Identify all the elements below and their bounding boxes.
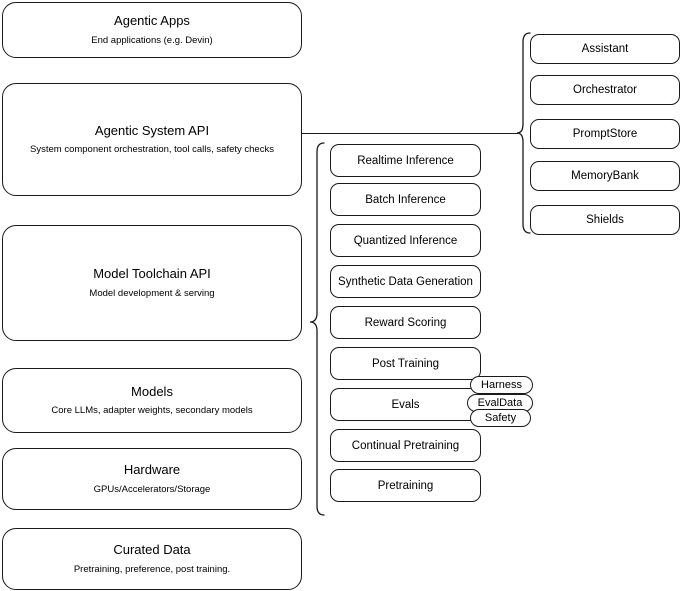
layer-curated-data[interactable]: Curated Data Pretraining, preference, po… xyxy=(2,528,302,590)
layer-title: Hardware xyxy=(123,462,181,478)
layer-title: Curated Data xyxy=(113,542,191,558)
system-component-memorybank[interactable]: MemoryBank xyxy=(530,161,680,191)
evals-subcomponent-harness[interactable]: Harness xyxy=(470,376,533,394)
evals-subcomponent-label: Safety xyxy=(484,412,517,424)
system-component-assistant[interactable]: Assistant xyxy=(530,34,680,64)
capability-label: Synthetic Data Generation xyxy=(338,275,473,288)
capability-batch-inference[interactable]: Batch Inference xyxy=(330,183,481,216)
layer-subtitle: Pretraining, preference, post training. xyxy=(73,563,231,575)
system-component-promptstore[interactable]: PromptStore xyxy=(530,119,680,149)
layer-model-toolchain-api[interactable]: Model Toolchain API Model development & … xyxy=(2,225,302,341)
layer-subtitle: Core LLMs, adapter weights, secondary mo… xyxy=(51,405,253,417)
capability-pretraining[interactable]: Pretraining xyxy=(330,469,481,502)
layer-subtitle: GPUs/Accelerators/Storage xyxy=(93,483,211,495)
layer-agentic-system-api[interactable]: Agentic System API System component orch… xyxy=(2,83,302,196)
system-component-shields[interactable]: Shields xyxy=(530,205,680,235)
capability-synthetic-data-generation[interactable]: Synthetic Data Generation xyxy=(330,265,481,298)
layer-subtitle: System component orchestration, tool cal… xyxy=(30,144,274,156)
capability-label: Post Training xyxy=(371,357,440,370)
connector-line-system-api-to-components xyxy=(302,132,518,134)
evals-subcomponent-label: Harness xyxy=(481,379,522,391)
evals-subcomponent-safety[interactable]: Safety xyxy=(470,409,531,427)
brace-toolchain-capabilities xyxy=(303,138,327,520)
capability-label: Realtime Inference xyxy=(357,154,454,167)
capability-label: Evals xyxy=(391,398,420,411)
layer-subtitle: Model development & serving xyxy=(89,287,215,299)
layer-models[interactable]: Models Core LLMs, adapter weights, secon… xyxy=(2,368,302,433)
capability-realtime-inference[interactable]: Realtime Inference xyxy=(330,144,481,177)
evals-subcomponent-evaldata[interactable]: EvalData xyxy=(467,394,533,412)
layer-title: Models xyxy=(131,383,173,399)
capability-evals[interactable]: Evals xyxy=(330,388,481,421)
system-component-orchestrator[interactable]: Orchestrator xyxy=(530,75,680,105)
evals-subcomponent-label: EvalData xyxy=(477,397,523,409)
capability-label: Continual Pretraining xyxy=(351,439,460,452)
brace-system-components xyxy=(513,28,535,243)
layer-title: Agentic System API xyxy=(94,122,210,138)
system-component-label: PromptStore xyxy=(572,128,638,140)
layer-title: Agentic Apps xyxy=(114,13,190,29)
system-component-label: Assistant xyxy=(581,43,629,55)
layer-subtitle: End applications (e.g. Devin) xyxy=(91,34,213,46)
capability-continual-pretraining[interactable]: Continual Pretraining xyxy=(330,429,481,462)
capability-label: Batch Inference xyxy=(365,193,446,206)
system-component-label: Shields xyxy=(586,214,624,226)
system-component-label: MemoryBank xyxy=(571,170,639,182)
system-component-label: Orchestrator xyxy=(573,84,637,96)
capability-reward-scoring[interactable]: Reward Scoring xyxy=(330,306,481,339)
layer-agentic-apps[interactable]: Agentic Apps End applications (e.g. Devi… xyxy=(2,2,302,58)
layer-hardware[interactable]: Hardware GPUs/Accelerators/Storage xyxy=(2,448,302,510)
layer-title: Model Toolchain API xyxy=(93,266,211,282)
capability-label: Reward Scoring xyxy=(364,316,447,329)
capability-label: Quantized Inference xyxy=(353,234,458,247)
capability-quantized-inference[interactable]: Quantized Inference xyxy=(330,224,481,257)
capability-post-training[interactable]: Post Training xyxy=(330,347,481,380)
capability-label: Pretraining xyxy=(377,479,434,492)
